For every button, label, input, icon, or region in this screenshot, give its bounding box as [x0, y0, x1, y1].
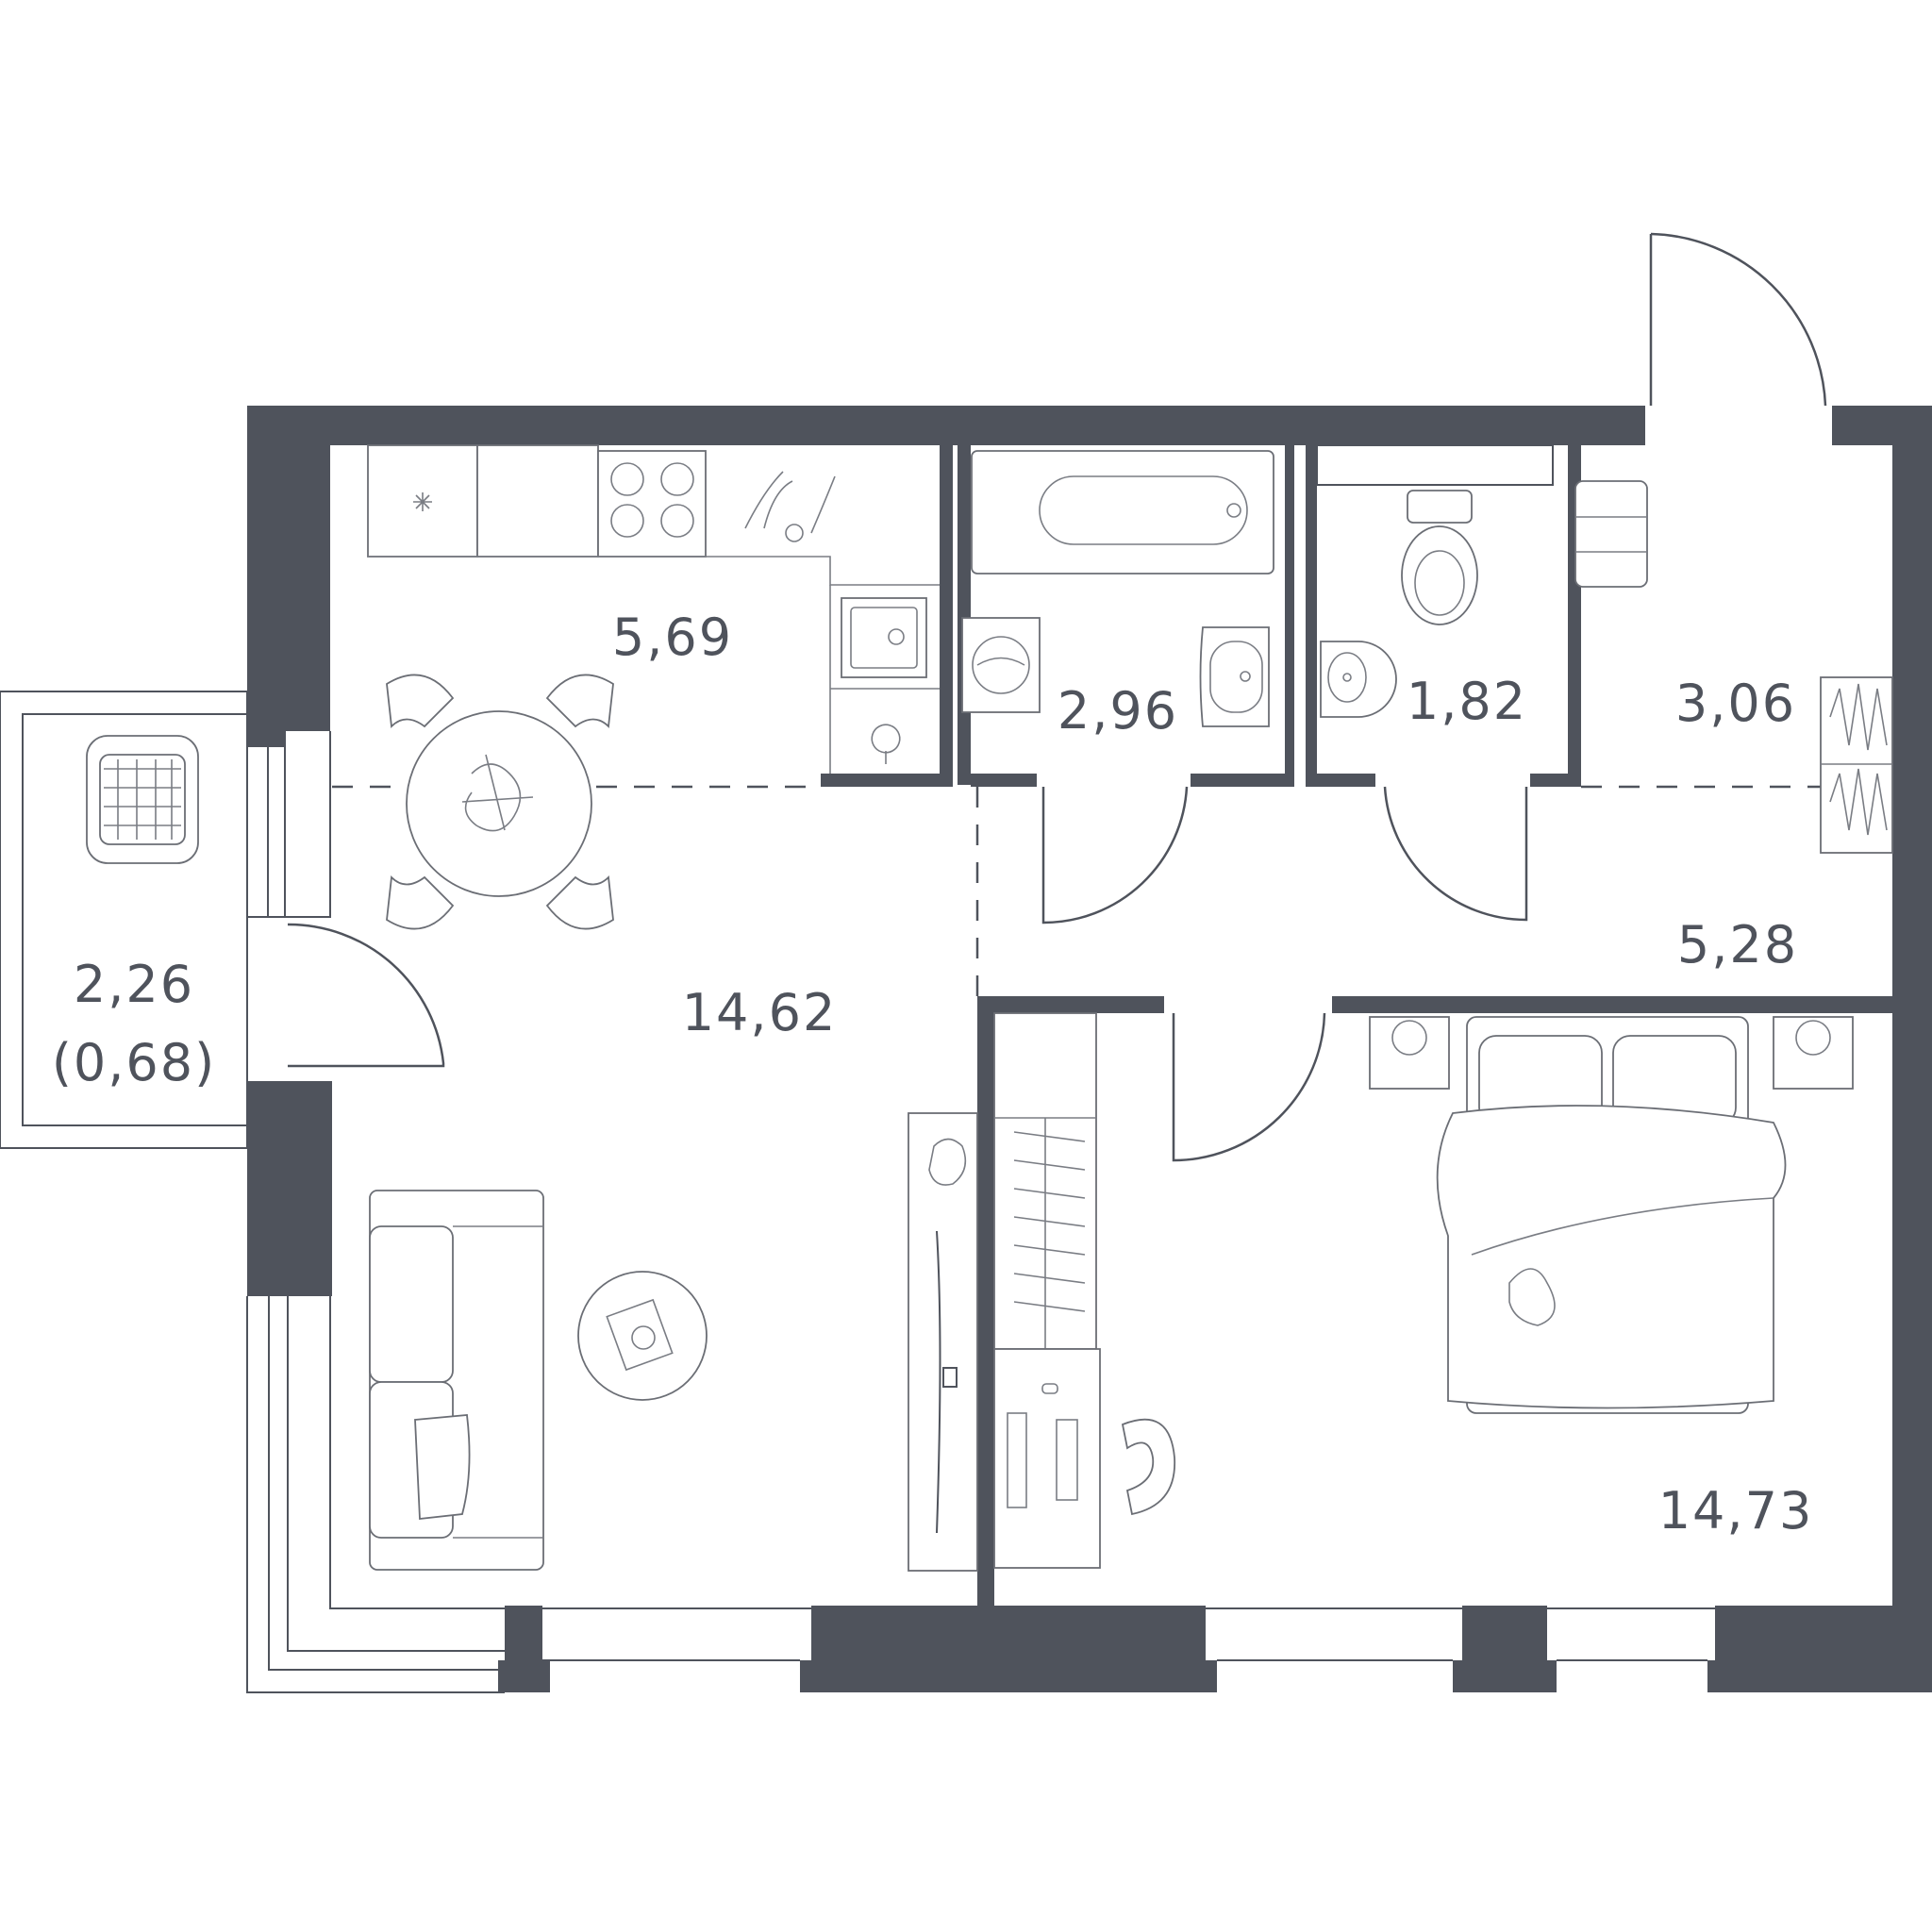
living-area: 14,62: [682, 983, 838, 1042]
wardrobe-area: 3,06: [1675, 674, 1796, 733]
wardrobe: [1574, 480, 1893, 854]
washbasin-icon: [1199, 626, 1270, 727]
hallway-area: 5,28: [1677, 915, 1798, 974]
balcony-reduced-area: (0,68): [52, 1033, 216, 1092]
doors: [287, 232, 1827, 1162]
sink-icon: [841, 597, 927, 678]
sofa-icon: [369, 1190, 544, 1571]
walls: [247, 406, 1932, 1692]
stove-icon: [597, 450, 707, 558]
balcony-area: 2,26: [74, 955, 194, 1014]
shelf-icon: [1820, 676, 1893, 854]
armchair-icon: [86, 735, 199, 864]
washbasin-icon: [1320, 641, 1397, 718]
desk-chair-icon: [1121, 1418, 1175, 1516]
chair-icon: [386, 674, 614, 930]
refrigerator-icon: [413, 492, 432, 511]
toilet-room: [1320, 490, 1478, 718]
tv-icon: [908, 1112, 978, 1572]
nightstand-icon: [1369, 1016, 1854, 1090]
bathtub-icon: [971, 450, 1274, 575]
bed-icon: [1436, 1016, 1787, 1414]
washing-machine-icon: [961, 617, 1041, 713]
balcony: [0, 691, 248, 1149]
wardrobe-closet-icon: [993, 1012, 1097, 1350]
bathroom: [961, 450, 1274, 727]
bedroom: [993, 1012, 1854, 1569]
toilet-icon: [1401, 490, 1478, 625]
nightstand-icon: [1574, 480, 1648, 588]
living-room: [369, 1112, 978, 1572]
kitchen: [367, 444, 940, 930]
bedroom-area: 14,73: [1658, 1481, 1814, 1541]
dishwasher-icon: [830, 688, 940, 764]
kitchen-area: 5,69: [612, 608, 733, 667]
desk-icon: [993, 1348, 1101, 1569]
area-labels: 5,69 2,96 1,82 3,06 5,28 14,62 14,73 2,2…: [52, 608, 1814, 1541]
toilet-area: 1,82: [1407, 672, 1527, 731]
coffee-table-icon: [577, 1271, 708, 1401]
bathroom-area: 2,96: [1058, 681, 1178, 741]
windows: [246, 731, 1715, 1693]
dining-table-icon: [406, 710, 592, 897]
